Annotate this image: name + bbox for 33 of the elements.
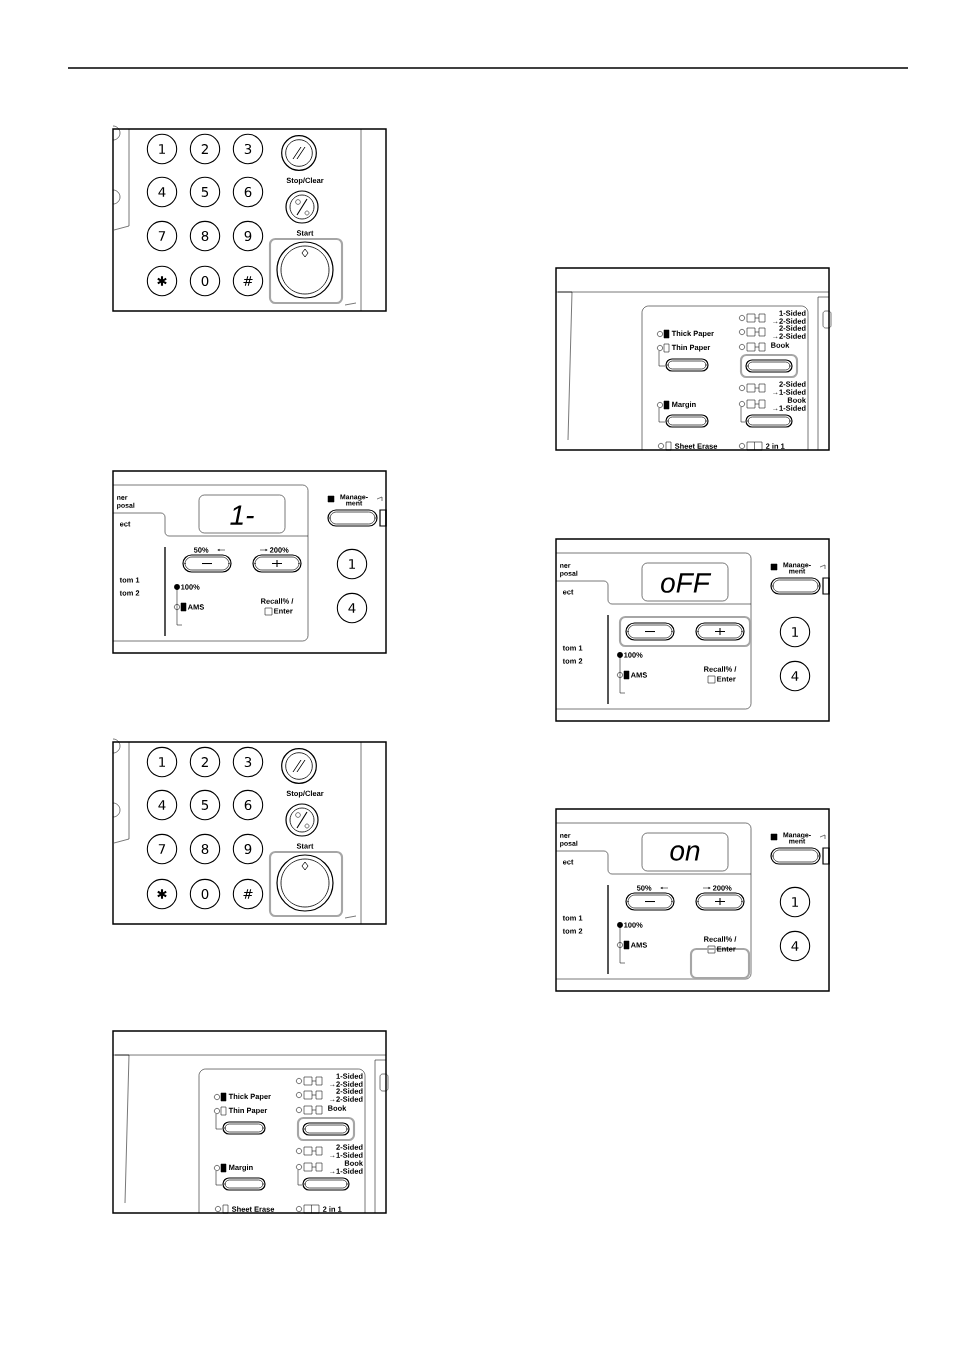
keypad-key: 2 bbox=[189, 746, 221, 778]
keypad-key: 1 bbox=[146, 133, 178, 165]
keypad-key: # bbox=[232, 265, 264, 297]
keypad-key: 6 bbox=[232, 176, 264, 208]
keypad-key: 8 bbox=[189, 833, 221, 865]
keypad-key: 5 bbox=[189, 789, 221, 821]
keypad-key: # bbox=[232, 878, 264, 910]
keypad-key: 7 bbox=[146, 833, 178, 865]
keypad-key: 9 bbox=[232, 833, 264, 865]
keypad-key: 4 bbox=[146, 789, 178, 821]
keypad-key: 0 bbox=[189, 878, 221, 910]
keypad-key: 5 bbox=[189, 176, 221, 208]
keypad-key: 9 bbox=[232, 220, 264, 252]
keypad-key: 4 bbox=[779, 930, 811, 962]
keypad-key: ✱ bbox=[146, 265, 178, 297]
display-readout: on bbox=[670, 845, 700, 861]
keypad-key: ✱ bbox=[146, 878, 178, 910]
keypad-key: 1 bbox=[779, 886, 811, 918]
display-readout: oFF bbox=[661, 573, 712, 593]
keypad-key: 4 bbox=[146, 176, 178, 208]
keypad-key: 2 bbox=[189, 133, 221, 165]
keypad-key: 4 bbox=[336, 592, 368, 624]
keypad-key: 1 bbox=[779, 616, 811, 648]
keypad-key: 7 bbox=[146, 220, 178, 252]
keypad-key: 3 bbox=[232, 746, 264, 778]
keypad-key: 3 bbox=[232, 133, 264, 165]
keypad-key: 8 bbox=[189, 220, 221, 252]
display-readout: 1- bbox=[230, 505, 254, 525]
keypad-key: 6 bbox=[232, 789, 264, 821]
keypad-key: 0 bbox=[189, 265, 221, 297]
keypad-key: 1 bbox=[336, 548, 368, 580]
keypad-key: 1 bbox=[146, 746, 178, 778]
keypad-key: 4 bbox=[779, 660, 811, 692]
